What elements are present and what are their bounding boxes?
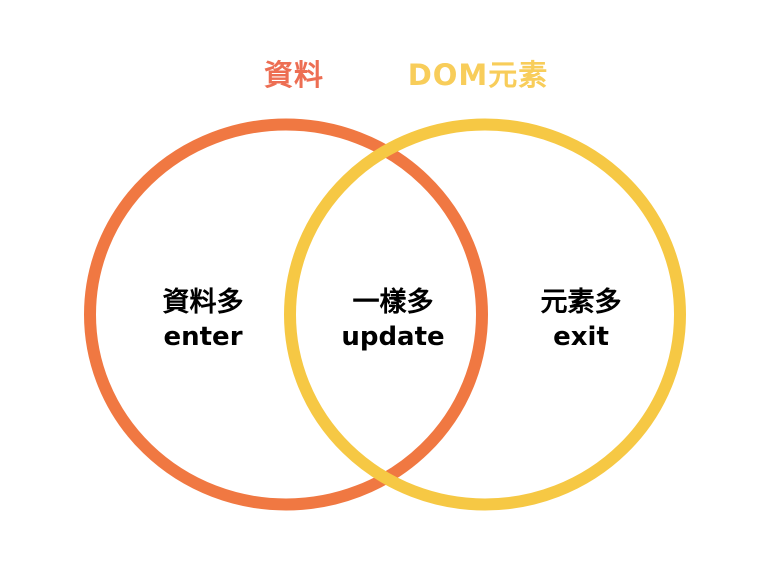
region-right-only-label-zh: 元素多 (540, 287, 622, 318)
region-intersection: 一樣多 update (298, 286, 488, 354)
data-circle-title: 資料 (263, 58, 325, 92)
region-intersection-label-zh: 一樣多 (352, 287, 434, 318)
region-left-only-label-en: enter (163, 322, 243, 352)
region-left-only: 資料多 enter (108, 286, 298, 354)
dom-elements-circle (284, 118, 686, 511)
region-right-only-label-en: exit (553, 322, 609, 352)
region-right-only: 元素多 exit (486, 286, 676, 354)
dom-elements-circle-title: DOM元素 (407, 58, 549, 92)
region-intersection-label-en: update (341, 322, 445, 352)
region-left-only-label-zh: 資料多 (162, 287, 244, 318)
data-circle (84, 118, 488, 511)
